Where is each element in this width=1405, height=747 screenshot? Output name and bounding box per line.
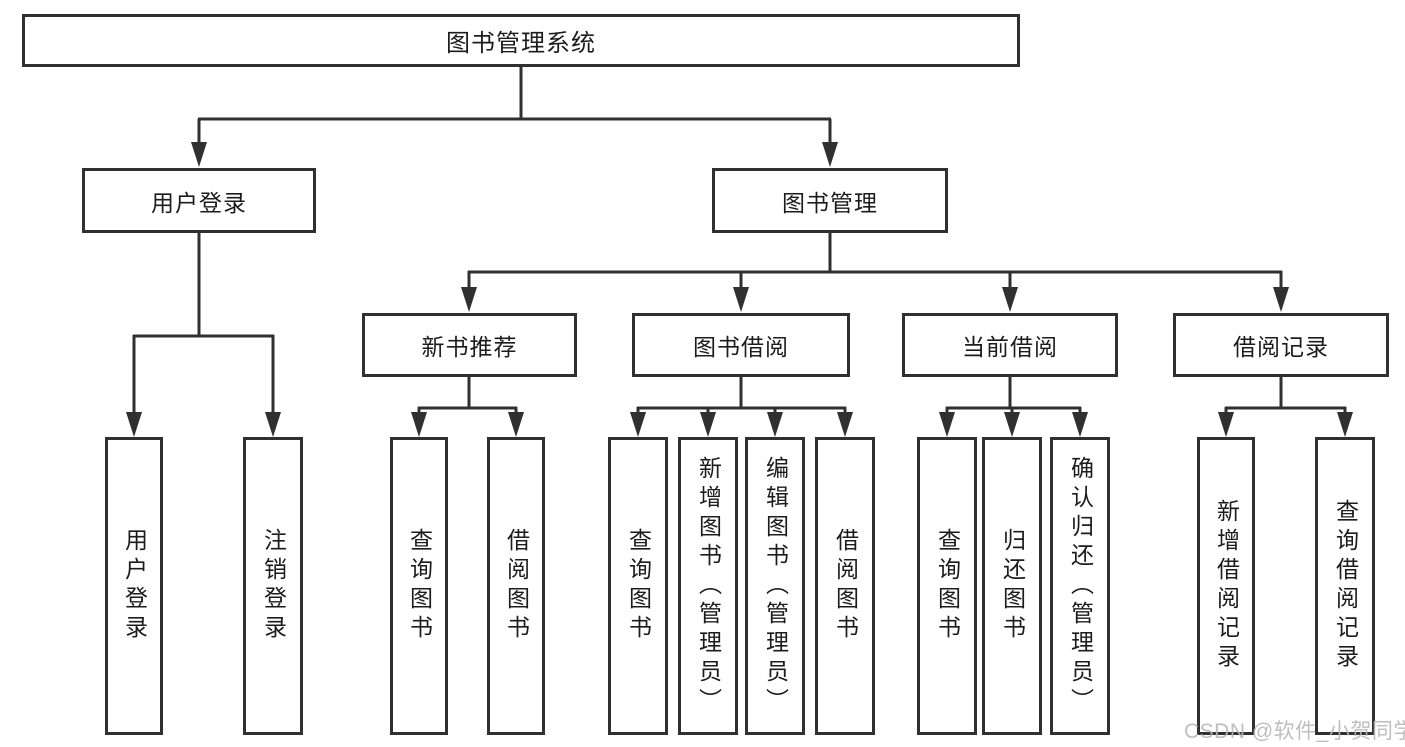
node-label: 图书借阅: [693, 334, 789, 360]
leaf-return-book: 归还图书: [982, 437, 1042, 735]
leaf-label: 归还图书: [999, 528, 1026, 644]
leaf-logout: 注销登录: [243, 437, 303, 735]
leaf-edit-book-admin: 编辑图书（管理员）: [745, 437, 805, 735]
leaf-label: 注销登录: [260, 528, 287, 644]
node-user-login: 用户登录: [82, 168, 316, 233]
node-book-management: 图书管理: [712, 168, 948, 233]
node-label: 新书推荐: [421, 334, 518, 360]
leaf-label: 借阅图书: [503, 528, 530, 644]
leaf-query-books-current: 查询图书: [917, 437, 977, 735]
leaf-label: 用户登录: [121, 528, 148, 644]
leaf-add-book-admin: 新增图书（管理员）: [678, 437, 738, 735]
leaf-label: 新增借阅记录: [1213, 499, 1240, 673]
node-borrowing-records: 借阅记录: [1173, 313, 1389, 377]
node-new-book-recommendation: 新书推荐: [362, 313, 577, 377]
leaf-borrow-books-recommend: 借阅图书: [487, 437, 545, 735]
leaf-confirm-return-admin: 确认归还（管理员）: [1050, 437, 1110, 735]
leaf-label: 编辑图书（管理员）: [762, 455, 789, 717]
node-label: 图书管理: [782, 189, 878, 216]
leaf-query-books-recommend: 查询图书: [390, 437, 448, 735]
leaf-add-borrow-record: 新增借阅记录: [1197, 437, 1255, 735]
leaf-label: 查询图书: [625, 528, 652, 644]
leaf-label: 查询借阅记录: [1332, 499, 1359, 673]
node-library-management-system: 图书管理系统: [22, 14, 1020, 67]
leaf-query-borrow-record: 查询借阅记录: [1315, 437, 1375, 735]
node-label: 当前借阅: [962, 334, 1058, 360]
node-label: 借阅记录: [1233, 334, 1329, 360]
leaf-borrow-books-borrow: 借阅图书: [815, 437, 875, 735]
leaf-label: 借阅图书: [832, 528, 859, 644]
node-label: 图书管理系统: [446, 30, 596, 57]
leaf-label: 查询图书: [934, 528, 961, 644]
node-label: 用户登录: [151, 189, 247, 216]
leaf-label: 查询图书: [406, 528, 433, 644]
leaf-label: 新增图书（管理员）: [695, 455, 722, 717]
node-current-borrowing: 当前借阅: [902, 313, 1118, 377]
leaf-user-login: 用户登录: [105, 437, 163, 735]
leaf-query-books-borrow: 查询图书: [608, 437, 668, 735]
watermark: CSDN @软件_小贺同学: [1184, 720, 1405, 743]
node-book-borrowing: 图书借阅: [632, 313, 850, 377]
leaf-label: 确认归还（管理员）: [1067, 455, 1094, 717]
